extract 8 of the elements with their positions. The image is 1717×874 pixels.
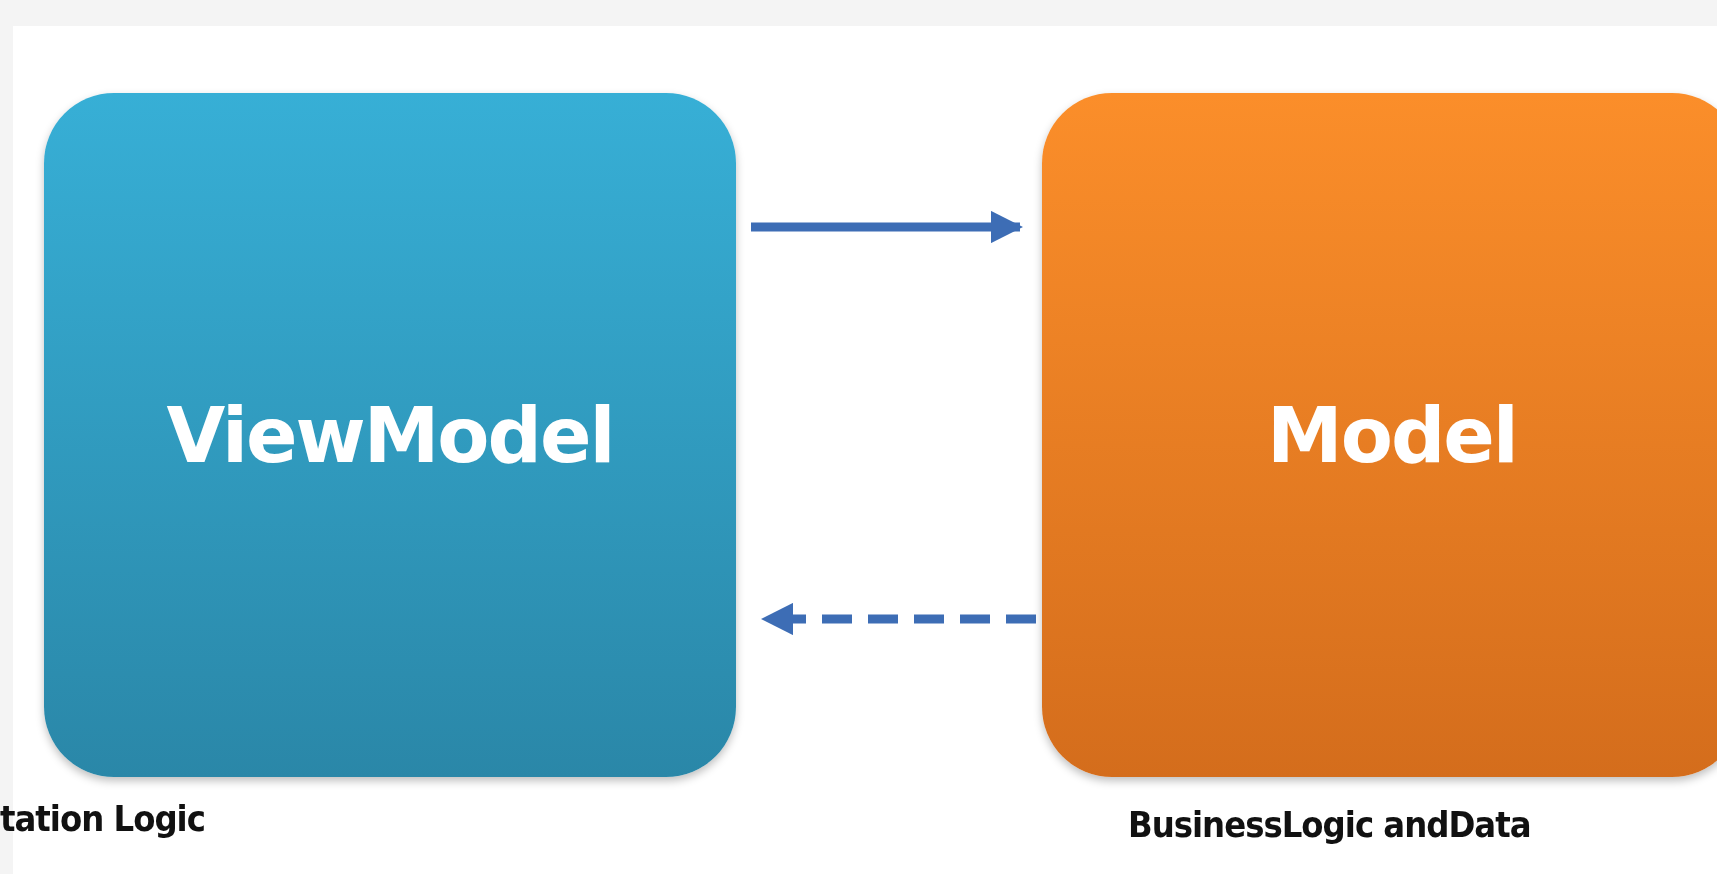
caption-text: tation Logic <box>0 798 205 839</box>
box-title: Model <box>1267 390 1517 480</box>
arrow <box>760 602 1036 636</box>
rounded-box <box>44 93 736 777</box>
arrow <box>751 210 1024 244</box>
caption-text: BusinessLogic andData <box>1128 804 1531 845</box>
box-title: ViewModel <box>166 390 614 480</box>
rounded-box <box>1042 93 1717 777</box>
